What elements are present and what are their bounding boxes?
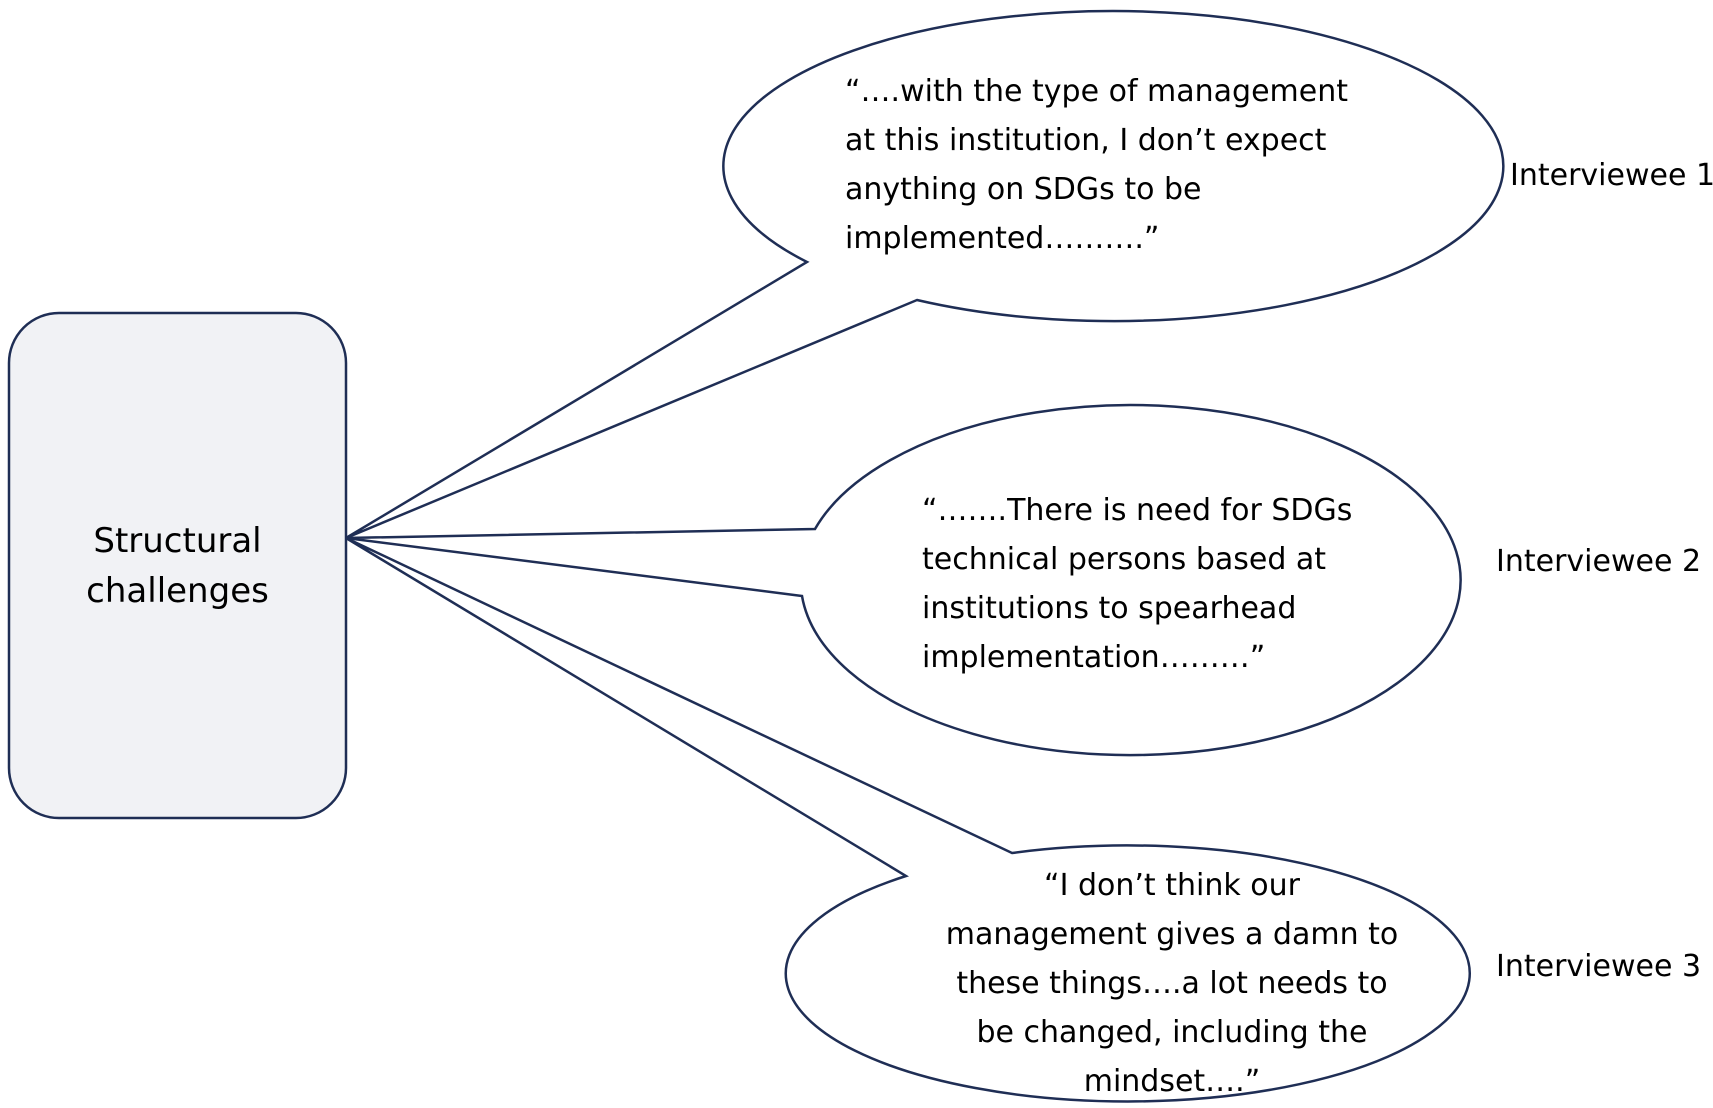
- quote-line: “I don’t think our: [1044, 868, 1300, 903]
- quote-line: “…….There is need for SDGs: [922, 493, 1353, 528]
- speaker-label-3: Interviewee 3: [1496, 949, 1702, 984]
- speech-bubble-2: [345, 403, 1462, 757]
- quote-line: implementation………”: [922, 640, 1266, 675]
- quote-3: “I don’t think our management gives a da…: [912, 861, 1432, 1106]
- central-label-line: challenges: [86, 570, 269, 611]
- quote-line: institutions to spearhead: [922, 591, 1297, 626]
- quote-line: anything on SDGs to be: [845, 172, 1202, 207]
- quote-1: “….with the type of management at this i…: [845, 67, 1348, 263]
- quote-line: be changed, including the: [976, 1015, 1368, 1050]
- quote-line: “….with the type of management: [845, 74, 1348, 109]
- speech-bubble-3: [345, 536, 1471, 1103]
- quote-line: management gives a damn to: [945, 917, 1399, 952]
- central-box-label: Structural challenges: [9, 313, 346, 818]
- quote-line: mindset….”: [1083, 1064, 1261, 1099]
- speaker-label-2: Interviewee 2: [1496, 544, 1702, 579]
- speech-bubble-1: [345, 9, 1505, 540]
- quote-line: technical persons based at: [922, 542, 1327, 577]
- quote-line: these things….a lot needs to: [956, 966, 1388, 1001]
- central-label-line: Structural: [93, 520, 262, 561]
- quote-line: implemented……….”: [845, 221, 1160, 256]
- quote-line: at this institution, I don’t expect: [845, 123, 1327, 158]
- central-box: [7, 311, 348, 820]
- quote-2: “…….There is need for SDGs technical per…: [922, 486, 1352, 682]
- speaker-label-1: Interviewee 1: [1510, 158, 1713, 193]
